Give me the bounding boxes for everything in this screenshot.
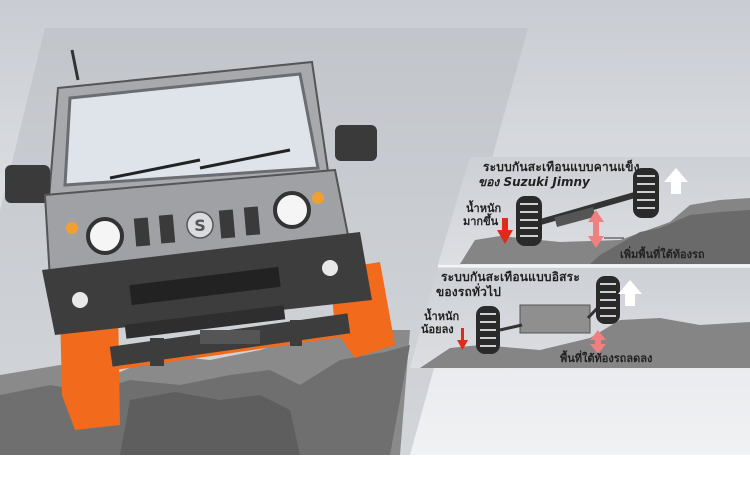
top-weight-label-2: มากขึ้น xyxy=(463,215,499,228)
solid-axle xyxy=(516,168,659,246)
bottom-clearance-label: พื้นที่ใต้ท้องรถลดลง xyxy=(560,352,653,365)
wheel-left-top xyxy=(516,196,542,246)
suzuki-logo-icon: S xyxy=(186,211,214,239)
top-panel-title-2: ของ Suzuki Jimny xyxy=(478,175,590,189)
top-weight-label-1: น้ำหนัก xyxy=(466,202,502,215)
up-arrow-icon xyxy=(664,168,688,194)
suzuki-jimny xyxy=(5,49,377,339)
up-arrow-icon xyxy=(618,280,642,306)
independent-suspension xyxy=(476,276,620,354)
top-panel-title-1: ระบบกันสะเทือนแบบคานแข็ง xyxy=(483,160,640,174)
svg-text:S: S xyxy=(194,216,206,235)
down-arrow-icon xyxy=(457,328,468,350)
bottom-panel-title-1: ระบบกันสะเทือนแบบอิสระ xyxy=(441,270,580,284)
wheel-right-bottom xyxy=(596,276,620,324)
clearance-decrease-icon xyxy=(590,330,606,354)
panel-bottom-ground xyxy=(420,318,750,368)
bottom-weight-label-2: น้อยลง xyxy=(421,323,454,336)
down-arrow-icon xyxy=(497,218,513,244)
bottom-panel-title-2: ของรถทั่วไป xyxy=(436,285,502,299)
wheel-left-bottom xyxy=(476,306,500,354)
wheel-right-top xyxy=(633,168,659,218)
bottom-strip xyxy=(0,455,750,500)
clearance-increase-icon xyxy=(588,210,624,248)
bottom-weight-label-1: น้ำหนัก xyxy=(424,310,460,323)
rock xyxy=(120,392,300,455)
top-clearance-label: เพิ่มพื้นที่ใต้ท้องรถ xyxy=(620,248,705,261)
undercarriage xyxy=(109,313,351,367)
